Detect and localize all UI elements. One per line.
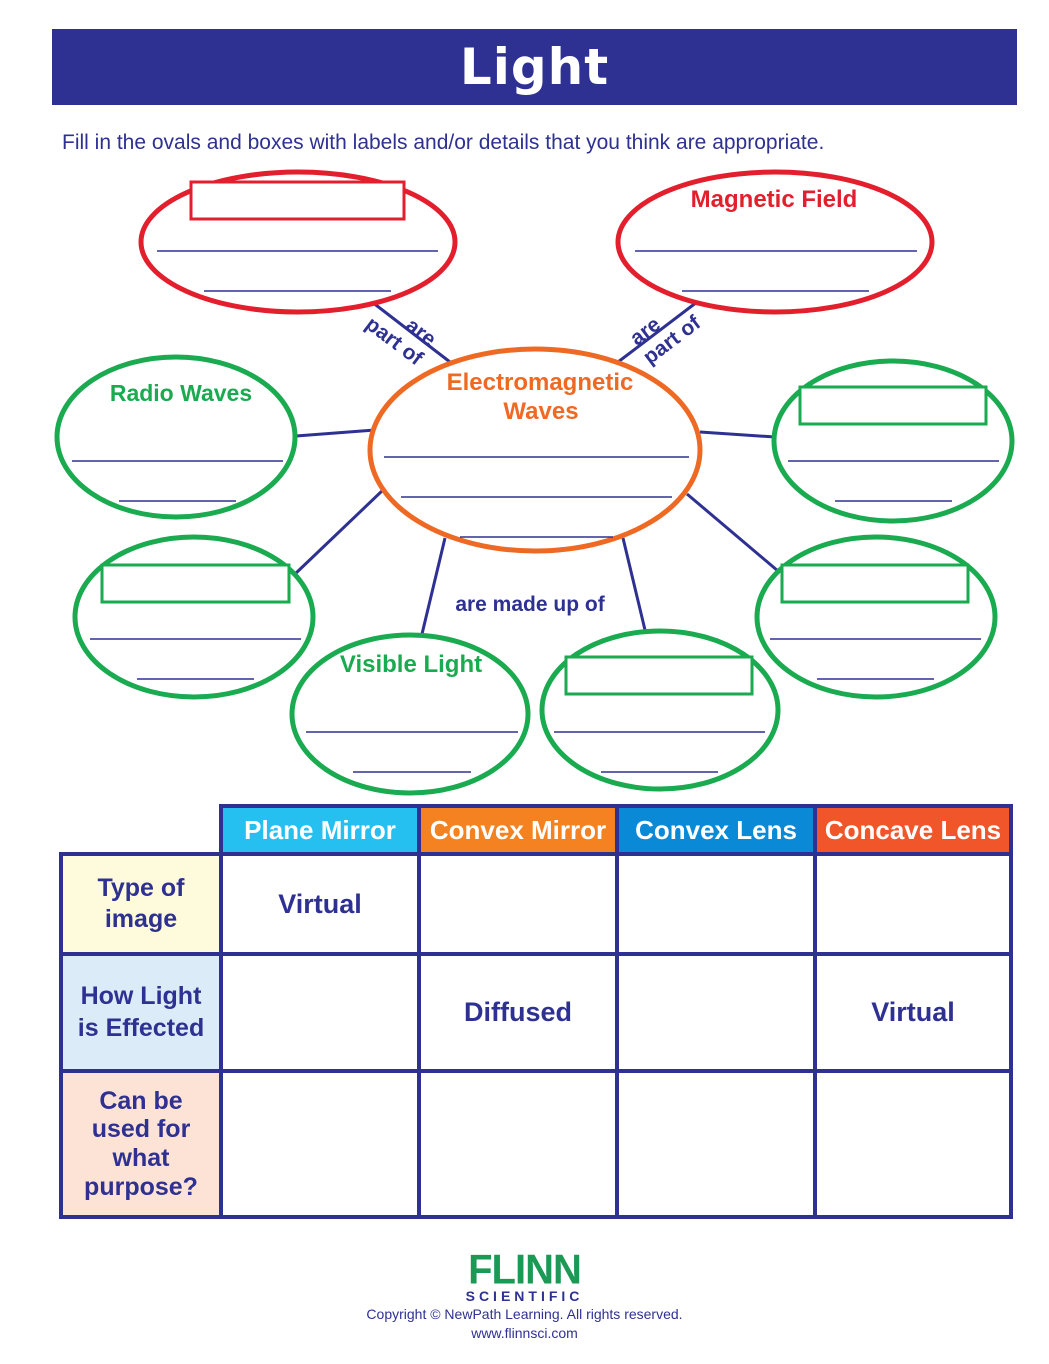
column-header-plane-mirror: Plane Mirror	[219, 804, 421, 856]
label-box[interactable]	[564, 655, 754, 696]
table-cell[interactable]	[615, 852, 817, 956]
table-row: Can be used for what purpose?	[59, 1069, 1013, 1219]
svg-text:Radio Waves: Radio Waves	[110, 380, 252, 406]
table-cell[interactable]	[219, 952, 421, 1073]
oval-bottom-right[interactable]	[539, 628, 781, 792]
link-label-made-up-of: are made up of	[455, 593, 605, 616]
concept-map: Magnetic Field are part of are part of E…	[54, 169, 1015, 796]
flinn-logo: FLINN	[468, 1246, 582, 1294]
table-cell[interactable]	[417, 852, 619, 956]
table-cell[interactable]: Diffused	[417, 952, 619, 1073]
page-title: Light	[459, 38, 610, 96]
label-box[interactable]	[189, 180, 406, 221]
connector-left-lower	[293, 488, 385, 576]
table-cell[interactable]: Virtual	[219, 852, 421, 956]
table-cell[interactable]	[417, 1069, 619, 1219]
label-box[interactable]	[780, 563, 970, 604]
table-cell[interactable]: Virtual	[813, 952, 1013, 1073]
connector-top-right	[617, 300, 698, 364]
flinn-logo-subtitle: SCIENTIFIC	[465, 1288, 584, 1304]
column-header-concave-lens: Concave Lens	[813, 804, 1013, 856]
oval-radio-waves[interactable]: Radio Waves	[54, 354, 298, 520]
row-header-how-light-is-effected: How Light is Effected	[59, 952, 223, 1073]
svg-text:Visible Light: Visible Light	[340, 651, 482, 678]
table-cell[interactable]	[813, 1069, 1013, 1219]
magnetic-field-label: Magnetic Field	[691, 186, 858, 213]
connector-visible	[420, 537, 447, 635]
label-box[interactable]	[100, 563, 291, 604]
oval-visible-light[interactable]: Visible Light	[289, 632, 531, 796]
table-cell[interactable]	[219, 1069, 421, 1219]
connector-bottom-right	[621, 537, 647, 631]
connector-right-lower	[686, 492, 779, 573]
table-row: Type of image Virtual	[59, 852, 1013, 956]
svg-text:Waves: Waves	[503, 398, 578, 425]
instructions-text: Fill in the ovals and boxes with labels …	[62, 131, 825, 154]
connector-top-left	[371, 300, 451, 364]
label-box[interactable]	[798, 385, 988, 426]
table-row: How Light is Effected Diffused Virtual	[59, 952, 1013, 1073]
column-header-convex-mirror: Convex Mirror	[417, 804, 619, 856]
comparison-table: Plane Mirror Convex Mirror Convex Lens C…	[59, 804, 1013, 1219]
connector-radio	[295, 428, 376, 438]
copyright-text: Copyright © NewPath Learning. All rights…	[366, 1306, 683, 1322]
title-banner: Light	[52, 29, 1017, 105]
table-cell[interactable]	[813, 852, 1013, 956]
connector-right-upper	[699, 430, 776, 439]
oval-electromagnetic-waves[interactable]: Electromagnetic Waves	[367, 346, 703, 554]
table-cell[interactable]	[615, 1069, 817, 1219]
oval-left-lower[interactable]	[72, 534, 316, 700]
row-header-purpose: Can be used for what purpose?	[59, 1069, 223, 1219]
website-link[interactable]: www.flinnsci.com	[471, 1325, 578, 1341]
row-header-type-of-image: Type of image	[59, 852, 223, 956]
column-header-convex-lens: Convex Lens	[615, 804, 817, 856]
table-corner	[61, 806, 223, 856]
svg-text:Electromagnetic: Electromagnetic	[447, 369, 634, 396]
oval-right-upper[interactable]	[771, 358, 1015, 524]
oval-magnetic-field[interactable]: Magnetic Field	[615, 169, 935, 315]
table-header-row: Plane Mirror Convex Mirror Convex Lens C…	[61, 804, 1013, 856]
table-cell[interactable]	[615, 952, 817, 1073]
oval-top-left[interactable]	[138, 169, 458, 315]
oval-right-lower[interactable]	[754, 534, 998, 700]
